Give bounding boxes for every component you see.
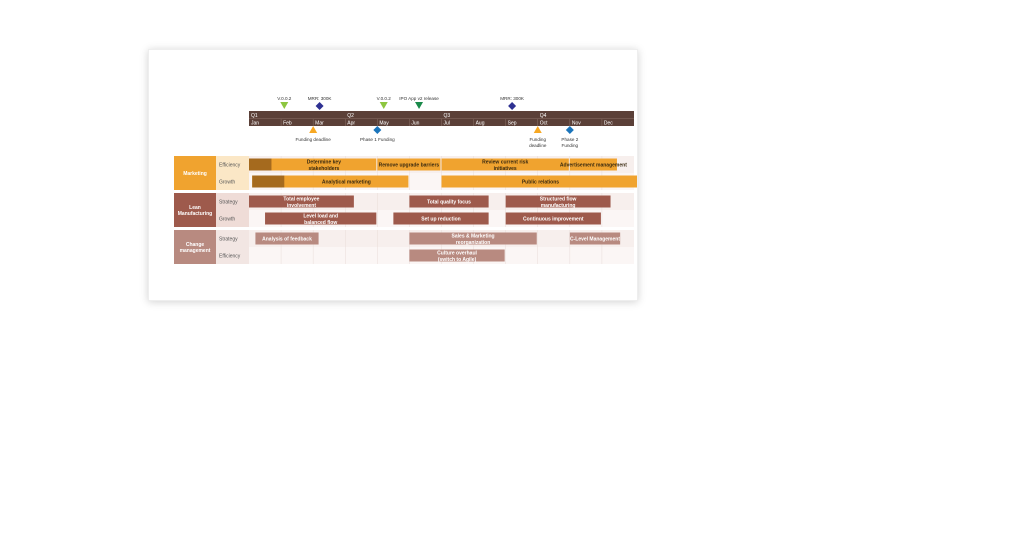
milestone-bottom-label-3: Phase 2 [561, 137, 578, 142]
task-bar-2 [441, 158, 569, 171]
task-label-3: Advertisement management [560, 163, 627, 169]
milestone-top-label-2: V.0.0.2 [377, 96, 392, 101]
swimlane-row-label-1-0: Strategy [219, 200, 238, 206]
task-bar-5 [441, 175, 637, 188]
task-bar-10 [393, 212, 489, 225]
swimlane-group-1 [174, 193, 216, 227]
swimlane-row-label-1-1: Growth [219, 217, 235, 223]
swimlane-row-label-bg [216, 173, 249, 190]
crane-truck-icon [215, 346, 474, 481]
swimlane-group-2 [174, 230, 216, 264]
month-label-apr: Apr [347, 121, 355, 127]
month-label-feb: Feb [283, 121, 292, 127]
milestone-bottom-label-2: Funding [529, 137, 546, 142]
task-label-7: Total quality focus [427, 200, 471, 206]
milestone-triangle-icon [280, 102, 289, 109]
swimlane-row-label-bg [216, 193, 249, 210]
month-label-jan: Jan [251, 121, 259, 127]
swimlane-group-label-1: Lean [189, 205, 201, 211]
milestone-diamond-icon [373, 126, 382, 134]
task-bar-11 [505, 212, 601, 225]
tree-left-icon [139, 385, 168, 485]
milestone-top-label-3: IPO App v2 release [399, 96, 439, 101]
milestone-bottom-label-3-cont: Funding [562, 143, 579, 148]
swimlane-row-label-2-0: Strategy [219, 237, 238, 243]
month-label-may: May [379, 121, 389, 127]
milestone-bottom-label-0: Funding deadline [296, 137, 332, 142]
task-bar-13 [409, 232, 537, 245]
task-bar-15 [409, 249, 505, 262]
task-bar-1 [377, 158, 441, 171]
tree-right-icon [852, 362, 883, 485]
milestone-triangle-icon [309, 126, 318, 133]
task-label-5: Public relations [522, 180, 559, 186]
milestone-bottom-label-2-cont: deadline [529, 143, 547, 148]
task-bar-7 [409, 195, 489, 208]
swimlane-group-label-0: Marketing [183, 171, 207, 177]
task-bar-8 [505, 195, 611, 208]
task-label-10: Set up reduction [421, 217, 460, 223]
task-label-15: Culture overhaul(switch to Agile) [437, 251, 477, 264]
milestone-diamond-icon [315, 102, 324, 110]
task-label-1: Remove upgrade barriers [379, 163, 440, 169]
quarter-label-3: Q3 [444, 113, 451, 119]
month-label-aug: Aug [476, 121, 485, 127]
task-bar-progress-0 [249, 158, 272, 171]
swimlane-row-label-0-1: Growth [219, 180, 235, 186]
month-label-nov: Nov [572, 121, 581, 127]
month-label-jul: Jul [444, 121, 450, 127]
month-label-dec: Dec [604, 121, 613, 127]
task-bar-12 [255, 232, 319, 245]
milestone-top-label-1: MRR: 300K [308, 96, 333, 101]
milestone-top-label-0: V.0.0.2 [277, 96, 292, 101]
task-bar-3 [569, 158, 617, 171]
milestone-bottom-label-1: Phase 1 Funding [360, 137, 395, 142]
swimlane-group-label-2: Change [186, 242, 205, 248]
month-label-mar: Mar [315, 121, 324, 127]
task-label-11: Continuous improvement [523, 217, 584, 223]
month-label-sep: Sep [508, 121, 517, 127]
task-bar-9 [265, 212, 377, 225]
building-door [665, 455, 698, 485]
task-bar-14 [569, 232, 621, 245]
swimlane-row-label-bg [216, 230, 249, 247]
swimlane-row-label-bg [216, 156, 249, 173]
month-label-oct: Oct [540, 121, 548, 127]
milestone-triangle-icon [415, 102, 424, 109]
task-label-4: Analytical marketing [322, 180, 371, 186]
swimlane-row-label-0-0: Efficiency [219, 163, 241, 169]
tree-center-left-icon [297, 345, 328, 485]
task-label-14: C-Level Management [570, 237, 620, 243]
swimlane-row-label-bg [216, 210, 249, 227]
task-bar-progress-4 [252, 175, 285, 188]
swimlane-group-0 [174, 156, 216, 190]
milestone-diamond-icon [508, 102, 517, 110]
quarter-label-4: Q4 [540, 113, 547, 119]
tree-center-icon [461, 352, 492, 485]
milestone-triangle-icon [533, 126, 542, 133]
quarter-label-2: Q2 [347, 113, 354, 119]
milestone-triangle-icon [379, 102, 388, 109]
milestone-top-label-4: MRR: 300K [500, 96, 525, 101]
swimlane-group-label-1-cont: Manufacturing [178, 211, 212, 217]
task-bar-6 [249, 195, 354, 208]
task-label-12: Analysis of feedback [262, 237, 312, 243]
swimlane-row-label-2-1: Efficiency [219, 254, 241, 260]
swimlane-group-label-2-cont: management [180, 248, 211, 254]
swimlane-row-label-bg [216, 247, 249, 264]
task-bar-0 [249, 158, 377, 171]
task-bar-4 [252, 175, 409, 188]
milestone-diamond-icon [565, 126, 574, 134]
month-label-jun: Jun [411, 121, 419, 127]
quarter-label-1: Q1 [251, 113, 258, 119]
